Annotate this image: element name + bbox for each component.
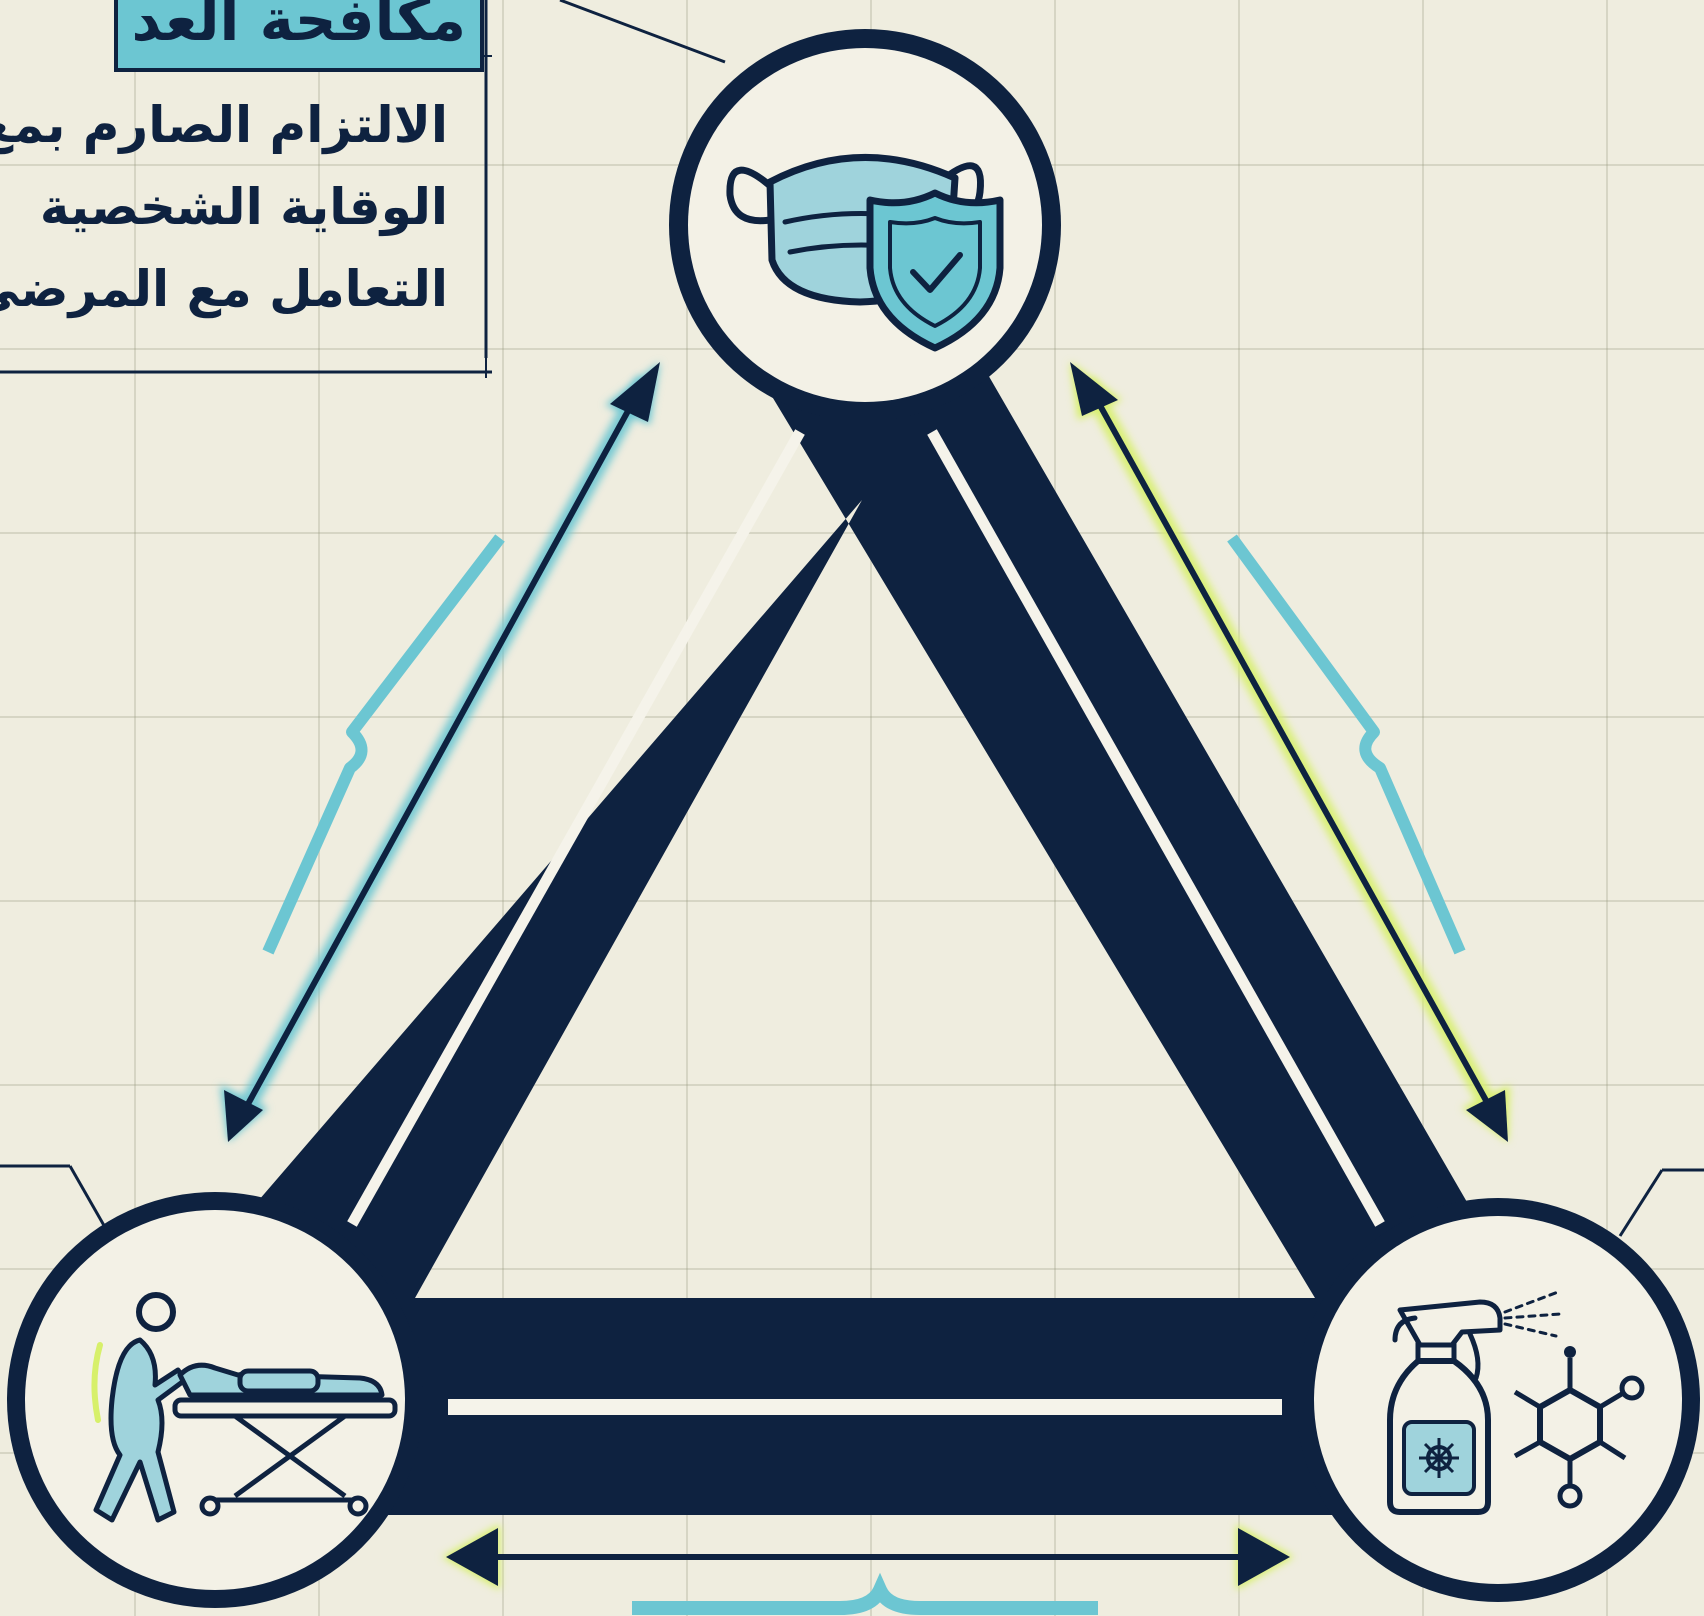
top-node bbox=[669, 29, 1061, 421]
callout-line-3: التعامل مع المرضى bbox=[0, 260, 448, 318]
callout-body: الالتزام الصارم بمع الوقاية الشخصية التع… bbox=[0, 84, 448, 330]
callout-connectors bbox=[0, 0, 1704, 1237]
bottom-double-arrow bbox=[442, 1524, 1294, 1590]
bottom-left-node bbox=[7, 1192, 423, 1608]
callout-line-2: الوقاية الشخصية bbox=[39, 178, 448, 236]
bottom-right-node bbox=[1296, 1198, 1700, 1602]
left-brace bbox=[262, 534, 505, 955]
callout-bracket bbox=[0, 0, 492, 378]
callout-title: مكافحة العد bbox=[113, 0, 484, 72]
callout-box: مكافحة العد الالتزام الصارم بمع الوقاية … bbox=[0, 0, 492, 378]
right-brace bbox=[1227, 534, 1466, 955]
mask-shield-icon bbox=[726, 153, 1004, 352]
callout-line-1: الالتزام الصارم بمع bbox=[0, 96, 448, 154]
disinfectant-spray-icon bbox=[1387, 1290, 1645, 1515]
patient-stretcher-icon bbox=[91, 1292, 398, 1523]
right-double-arrow bbox=[1070, 362, 1510, 1142]
left-double-arrow bbox=[220, 362, 660, 1142]
bottom-brace bbox=[632, 1572, 1098, 1615]
